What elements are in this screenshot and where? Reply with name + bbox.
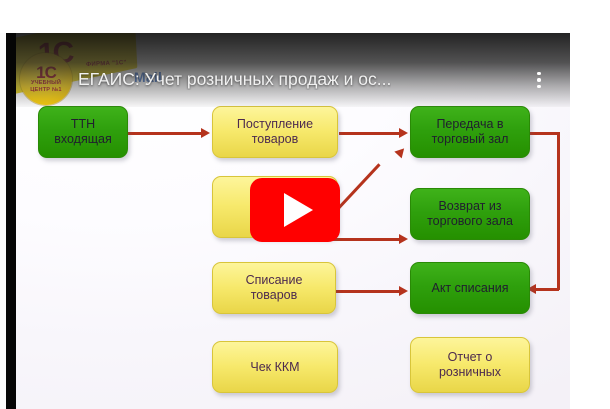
youtube-embed-player[interactable]: 1С ФИРМА "1С" 1С УЧЕБНЫЙ ЦЕНТР №1	[16, 33, 570, 409]
node-vozvrat-iz-torgovogo-zala[interactable]: Возврат из торгового зала	[410, 188, 530, 240]
node-ttn-vhodyashchaya[interactable]: ТТН входящая	[38, 106, 128, 158]
node-ttn-line-1: ТТН	[70, 117, 96, 131]
play-triangle-icon	[284, 193, 313, 227]
node-peredacha-line-1: Передача в	[436, 117, 504, 131]
arrowhead-ttn-to-postuplenie	[201, 128, 210, 138]
node-vozvrat-line-1: Возврат из	[438, 199, 502, 213]
more-options-icon[interactable]	[528, 69, 550, 91]
arrowhead-vnutrennee-to-vozvrat	[399, 234, 408, 244]
node-otchet-o-roznichnykh[interactable]: Отчет о розничных	[410, 337, 530, 393]
player-title-bar: ЕГАИС: Учет розничных продаж и ос...	[16, 63, 570, 95]
node-otchet-line-1: Отчет о	[447, 350, 493, 364]
page-left-margin	[0, 33, 6, 409]
kebab-dot-2	[537, 78, 541, 82]
arrowhead-postuplenie-to-peredacha	[399, 128, 408, 138]
node-spisanie-tovarov[interactable]: Списание товаров	[212, 262, 336, 314]
kebab-dot-3	[537, 84, 541, 89]
node-peredacha-line-2: торговый зал	[431, 132, 509, 146]
arrowhead-vnutrennee-to-peredacha	[394, 145, 408, 159]
node-akt-line-1: Акт списания	[431, 280, 509, 295]
arrowhead-peredacha-to-akt	[527, 284, 536, 294]
node-spisanie-line-1: Списание	[245, 273, 303, 287]
play-button[interactable]	[250, 178, 340, 242]
arrow-ttn-to-postuplenie	[128, 132, 203, 135]
node-postuplenie-tovarov[interactable]: Поступление товаров	[212, 106, 338, 158]
arrow-peredacha-to-akt-segment	[535, 288, 559, 291]
node-chek-line-1: Чек ККМ	[250, 359, 300, 374]
arrow-peredacha-right-segment	[530, 132, 560, 135]
node-spisanie-line-2: товаров	[250, 288, 298, 302]
node-postuplenie-line-2: товаров	[251, 132, 299, 146]
arrow-spisanie-to-akt	[336, 290, 401, 293]
node-ttn-line-2: входящая	[54, 132, 112, 146]
node-otchet-line-2: розничных	[438, 365, 502, 379]
node-chek-kkm[interactable]: Чек ККМ	[212, 341, 338, 393]
player-left-letterbox	[6, 33, 16, 409]
node-peredacha-v-torgovyy-zal[interactable]: Передача в торговый зал	[410, 106, 530, 158]
arrow-vnutrennee-to-vozvrat	[326, 238, 401, 241]
node-vozvrat-line-2: торгового зала	[427, 214, 513, 228]
arrow-postuplenie-to-peredacha	[339, 132, 401, 135]
node-postuplenie-line-1: Поступление	[236, 117, 314, 131]
arrow-peredacha-down-segment	[557, 132, 560, 290]
node-akt-spisaniya[interactable]: Акт списания	[410, 262, 530, 314]
kebab-dot-1	[537, 71, 541, 76]
video-title[interactable]: ЕГАИС: Учет розничных продаж и ос...	[78, 68, 392, 89]
arrowhead-spisanie-to-akt	[399, 286, 408, 296]
